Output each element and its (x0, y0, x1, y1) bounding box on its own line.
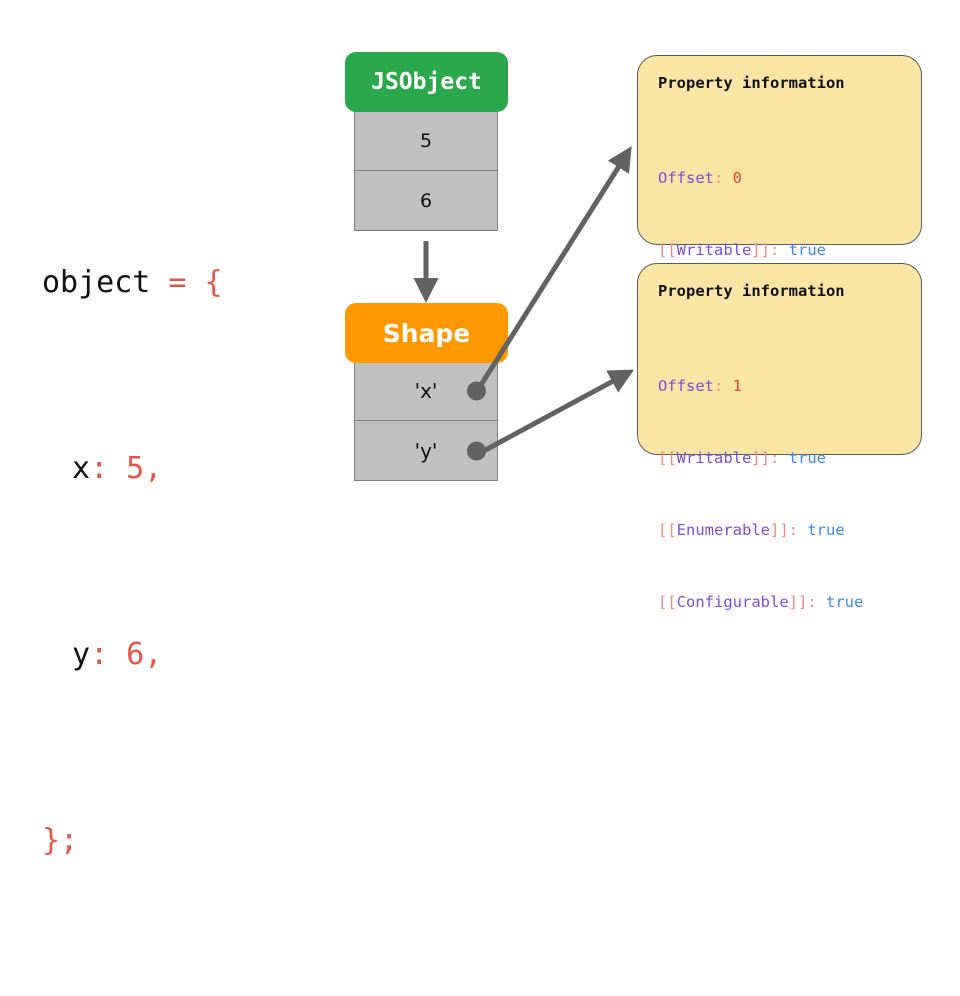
code-line-2: x: 5, (42, 438, 223, 500)
shape-cell-1-anchor-dot (467, 441, 486, 460)
code-token: : 5, (90, 451, 163, 486)
property-attribute-value: true (807, 521, 845, 539)
property-offset-value: 1 (732, 377, 743, 395)
property-attribute-name: Enumerable (676, 521, 770, 539)
code-token: }; (42, 823, 79, 858)
property-information-card-1: Property information Offset: 1 [[Writabl… (637, 263, 922, 611)
code-line-1: object = { (42, 252, 223, 314)
property-attribute-value: true (826, 593, 864, 611)
property-attribute-name: Configurable (676, 593, 789, 611)
code-token: y (72, 637, 91, 672)
property-attribute-name: Writable (676, 449, 752, 467)
shape-cell-value: 'x' (414, 378, 438, 403)
property-attribute-value: true (788, 449, 826, 467)
code-snippet: object = { x: 5, y: 6, }; (42, 128, 223, 996)
arrow-shape-y-to-property-1 (476, 369, 635, 457)
code-line-3: y: 6, (42, 624, 223, 686)
property-card-title: Property information (658, 282, 845, 300)
property-attribute-line: [[Writable]]: true (658, 241, 826, 259)
property-information-card-0: Property information Offset: 0 [[Writabl… (637, 55, 922, 403)
property-attribute-line: [[Writable]]: true (658, 449, 826, 467)
property-offset-key: Offset (658, 377, 714, 395)
property-card-title: Property information (658, 74, 845, 92)
property-offset-value: 0 (732, 169, 743, 187)
jsobject-cells: 5 6 (354, 110, 498, 231)
property-offset-key: Offset (658, 169, 714, 187)
property-offset-line: Offset: 0 (658, 169, 743, 187)
jsobject-cell-0: 5 (355, 110, 497, 170)
diagram-canvas: object = { x: 5, y: 6, }; JSObject 5 6 S… (42, 52, 922, 858)
code-line-4: }; (42, 810, 223, 872)
code-token: x (72, 451, 91, 486)
property-attribute-line: [[Enumerable]]: true (658, 521, 845, 539)
property-offset-line: Offset: 1 (658, 377, 743, 395)
code-token: object (42, 265, 169, 300)
code-token: : 6, (90, 637, 163, 672)
jsobject-cell-1: 6 (355, 170, 497, 230)
property-attribute-name: Writable (676, 241, 752, 259)
shape-header-label: Shape (382, 318, 471, 348)
jsobject-cell-value: 5 (419, 129, 433, 152)
property-card-lines: Offset: 1 [[Writable]]: true [[Enumerabl… (658, 326, 901, 662)
shape-cell-0: 'x' (355, 360, 497, 420)
shape-cells: 'x' 'y' (354, 360, 498, 481)
shape-cell-0-anchor-dot (467, 381, 486, 400)
shape-cell-value: 'y' (414, 438, 438, 463)
jsobject-header-label: JSObject (371, 69, 482, 95)
jsobject-cell-value: 6 (419, 189, 433, 212)
jsobject-header: JSObject (345, 52, 508, 112)
code-token: = { (168, 265, 223, 300)
shape-header: Shape (345, 303, 508, 363)
shape-cell-1: 'y' (355, 420, 497, 480)
property-attribute-value: true (788, 241, 826, 259)
property-attribute-line: [[Configurable]]: true (658, 593, 864, 611)
